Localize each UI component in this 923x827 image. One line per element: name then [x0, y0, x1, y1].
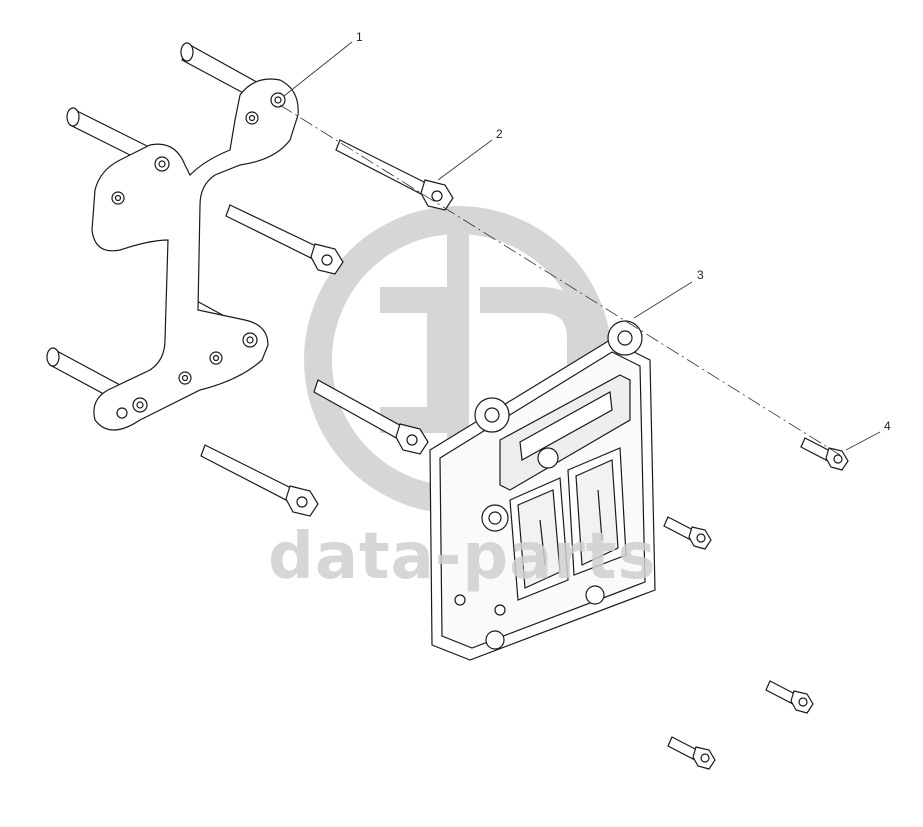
mounting-bracket	[46, 42, 299, 431]
watermark-text: data-parts	[268, 520, 657, 594]
bolt-short-3	[765, 680, 814, 714]
bolt-short-4	[667, 736, 716, 770]
bolt-long-2	[225, 204, 344, 275]
control-module	[429, 320, 656, 661]
callout-3: 3	[697, 268, 704, 282]
leader-lines	[283, 41, 881, 451]
bolt-short-1	[800, 437, 849, 471]
callout-4: 4	[884, 419, 891, 433]
long-bolts	[200, 139, 454, 517]
assembly-center-line	[279, 104, 841, 456]
bolt-long-4	[200, 444, 319, 517]
callout-1: 1	[356, 30, 363, 44]
short-bolts	[663, 437, 849, 770]
bolt-long-1	[335, 139, 454, 211]
bolt-short-2	[663, 516, 712, 550]
bolt-long-3	[313, 379, 429, 455]
callout-2: 2	[496, 127, 503, 141]
